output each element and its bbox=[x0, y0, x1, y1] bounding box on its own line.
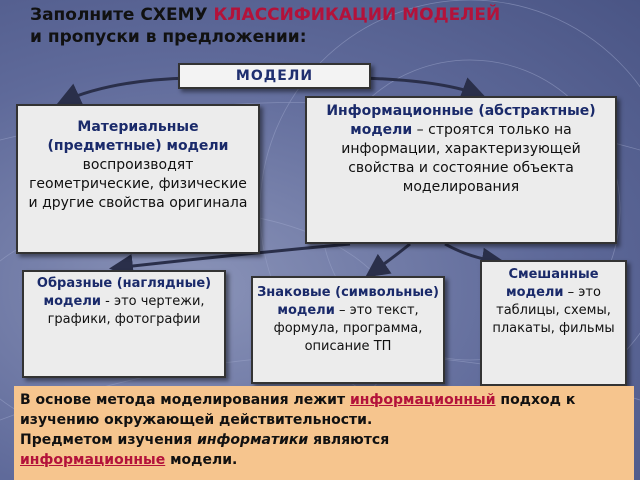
arrow-to-material bbox=[56, 76, 191, 106]
material-text: воспроизводят геометрические, физические… bbox=[28, 157, 248, 211]
figurative-models-box: Образные (наглядные) модели - это чертеж… bbox=[22, 270, 226, 378]
sign-title: Знаковые (символьные) модели bbox=[257, 285, 439, 318]
sign-models-box: Знаковые (символьные) модели – это текст… bbox=[251, 276, 445, 384]
sentence1-end: подход к изучению окружающей действитель… bbox=[20, 392, 576, 428]
mixed-models-box: Смешанные модели – это таблицы, схемы, п… bbox=[480, 260, 627, 386]
root-models-box: МОДЕЛИ bbox=[178, 63, 371, 89]
answer-word-2: информационные bbox=[20, 452, 166, 468]
info-title: Информационные (абстрактные) модели bbox=[326, 103, 596, 138]
arrow-to-figurative bbox=[109, 242, 351, 278]
arrow-to-sign bbox=[365, 242, 411, 278]
info-models-box: Информационные (абстрактные) модели – ст… bbox=[305, 96, 617, 244]
sentence1-start: В основе метода моделирования лежит bbox=[20, 392, 350, 408]
title-part1: Заполните СХЕМУ bbox=[30, 5, 214, 25]
material-models-box: Материальные (предметные) модели воспрои… bbox=[16, 104, 260, 254]
sentence2-end: модели. bbox=[165, 452, 238, 468]
answer-word-1: информационный bbox=[349, 392, 496, 408]
page-title: Заполните СХЕМУ КЛАССИФИКАЦИИ МОДЕЛЕЙ и … bbox=[30, 4, 630, 48]
sentence2-middle: являются bbox=[308, 432, 390, 448]
info-text: – строятся только на информации, характе… bbox=[341, 122, 581, 195]
material-title: Материальные (предметные) модели bbox=[47, 119, 229, 154]
fill-in-sentence-panel: В основе метода моделирования лежит инфо… bbox=[14, 386, 634, 480]
figurative-title: Образные (наглядные) модели bbox=[36, 276, 212, 309]
sentence2-start: Предметом изучения bbox=[20, 432, 198, 448]
mixed-title: Смешанные модели bbox=[506, 267, 599, 300]
sign-text: – это текст, формула, программа, описани… bbox=[273, 303, 423, 354]
title-highlight: КЛАССИФИКАЦИИ МОДЕЛЕЙ bbox=[213, 5, 501, 25]
title-part2: и пропуски в предложении: bbox=[30, 27, 307, 47]
root-label: МОДЕЛИ bbox=[235, 68, 314, 84]
sentence2-italic: информатики bbox=[197, 432, 309, 448]
arrow-to-info bbox=[359, 76, 486, 100]
figurative-text: - это чертежи, графики, фотографии bbox=[47, 294, 205, 327]
mixed-text: – это таблицы, схемы, плакаты, фильмы bbox=[492, 285, 615, 336]
